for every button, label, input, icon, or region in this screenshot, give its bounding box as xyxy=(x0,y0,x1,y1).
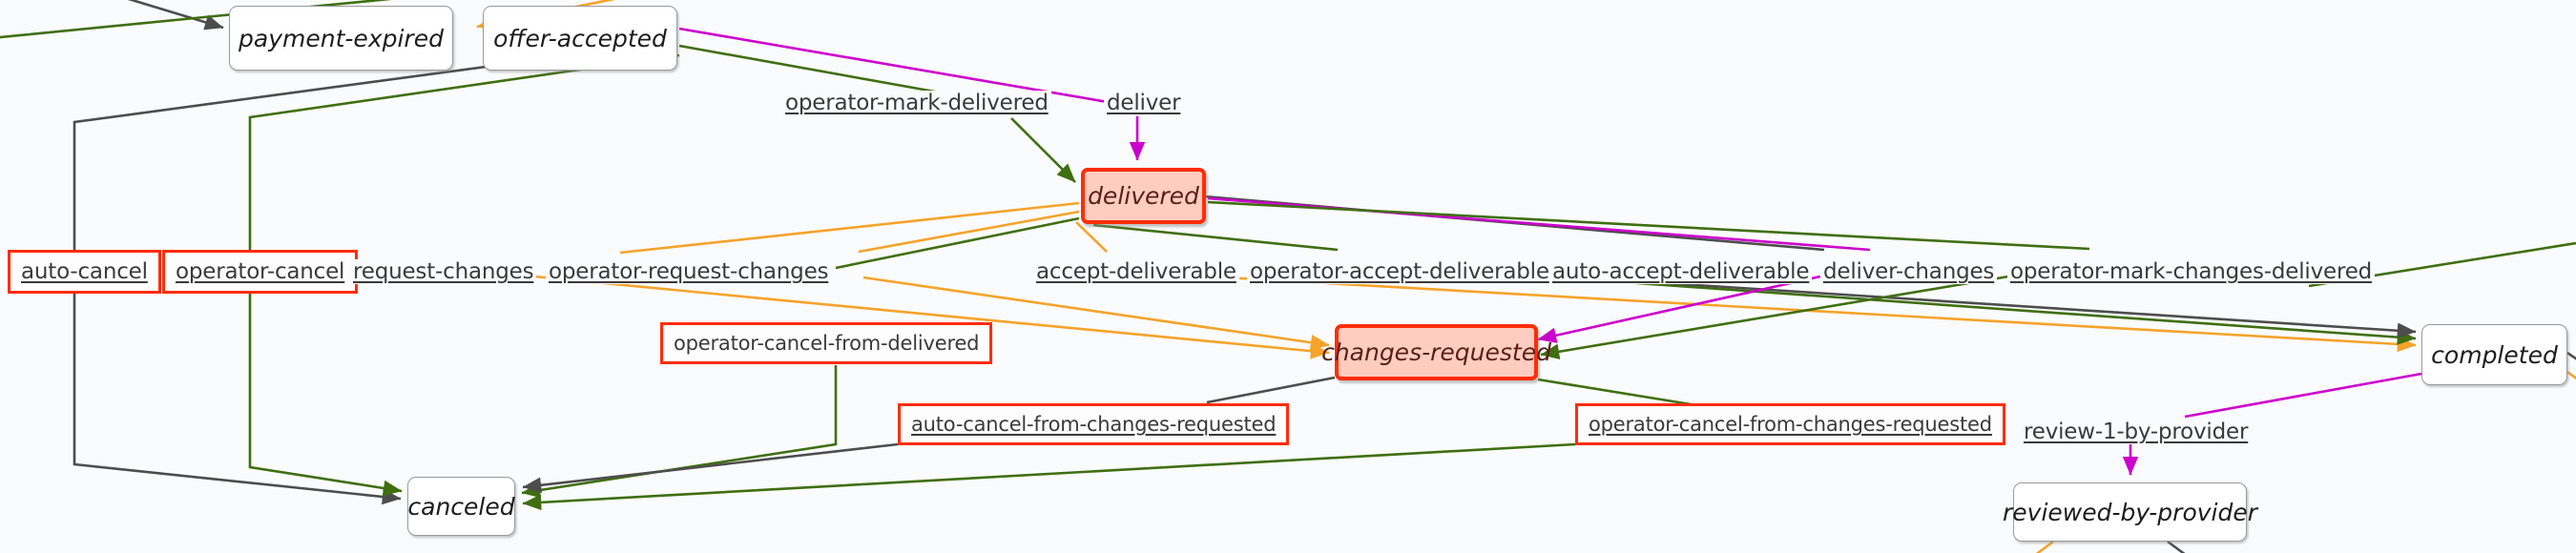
edge-operator-cancel-from-changes-requested-tail xyxy=(522,442,1576,511)
state-node-completed[interactable]: completed xyxy=(2421,324,2567,385)
edge-completed-out-gray xyxy=(2566,351,2576,360)
edge-label-operator-accept-deliverable[interactable]: operator-accept-deliverable xyxy=(1247,259,1552,284)
edge-deliver-changes-head xyxy=(1207,196,1871,252)
edge-external-to-payment-expired xyxy=(127,0,224,31)
edge-operator-accept-deliverable-head xyxy=(1092,223,1339,252)
edge-completed-to-reviewed-head xyxy=(2184,372,2422,419)
edge-label-operator-mark-delivered[interactable]: operator-mark-delivered xyxy=(782,91,1051,115)
state-node-label: offer-accepted xyxy=(493,24,667,52)
edge-label-operator-cancel[interactable]: operator-cancel xyxy=(162,250,359,294)
state-node-label: reviewed-by-provider xyxy=(2003,498,2258,526)
edge-label-auto-cancel[interactable]: auto-cancel xyxy=(8,250,161,294)
edge-operator-cancel-from-delivered-tail xyxy=(521,365,838,499)
edge-label-operator-cancel-from-changes-requested[interactable]: operator-cancel-from-changes-requested xyxy=(1575,403,2005,445)
edge-operator-mark-changes-delivered-head xyxy=(1207,200,2090,251)
edge-operator-accept-deliverable-tail xyxy=(1530,274,2417,345)
edge-accept-deliverable-head xyxy=(1075,221,1108,253)
edge-label-request-changes[interactable]: request-changes xyxy=(350,259,537,284)
state-node-label: completed xyxy=(2431,340,2558,369)
edge-deliver-changes-tail xyxy=(1537,275,1821,343)
edge-label-operator-cancel-from-delivered[interactable]: operator-cancel-from-delivered xyxy=(660,322,993,364)
edge-delivered-to-changes-requested-orange-b xyxy=(858,210,1080,254)
state-node-offer-accepted[interactable]: offer-accepted xyxy=(483,6,677,71)
edge-auto-cancel-from-changes-requested-head xyxy=(1206,376,1336,404)
edge-label-accept-deliverable[interactable]: accept-deliverable xyxy=(1033,259,1239,284)
edge-completed-out-orange xyxy=(2566,370,2576,380)
edge-auto-accept-deliverable-tail xyxy=(1548,274,2417,339)
edge-operator-cancel-from-delivered-head xyxy=(835,216,1080,270)
edge-reviewed-out-gray xyxy=(2167,540,2186,553)
edge-delivered-to-changes-requested-orange-a xyxy=(619,201,1080,255)
edge-operator-cancel-from-changes-requested-head xyxy=(1537,378,1692,406)
state-node-label: changes-requested xyxy=(1321,338,1551,366)
edge-reviewed-out-orange xyxy=(2035,540,2054,553)
state-node-changes-requested[interactable]: changes-requested xyxy=(1321,324,1551,380)
state-node-label: canceled xyxy=(407,492,515,521)
state-node-reviewed-by-provider[interactable]: reviewed-by-provider xyxy=(2003,482,2257,542)
edge-accept-deliverable-tail xyxy=(1207,275,2417,353)
state-node-payment-expired[interactable]: payment-expired xyxy=(229,6,453,71)
edge-label-deliver-changes[interactable]: deliver-changes xyxy=(1820,259,1998,284)
state-node-label: payment-expired xyxy=(239,24,444,52)
edge-label-deliver[interactable]: deliver xyxy=(1104,91,1184,115)
edge-request-changes-tail xyxy=(533,275,1330,359)
edge-operator-request-changes-tail xyxy=(862,276,1330,351)
edge-offer-accepted-to-delivered-green xyxy=(678,44,941,94)
edge-label-operator-mark-changes-delivered[interactable]: operator-mark-changes-delivered xyxy=(2007,259,2376,284)
edge-operator-mark-changes-delivered-tail xyxy=(1540,275,2009,360)
state-node-delivered[interactable]: delivered xyxy=(1081,168,1206,224)
edge-auto-cancel-from-changes-requested-tail xyxy=(522,442,899,494)
edge-label-auto-accept-deliverable[interactable]: auto-accept-deliverable xyxy=(1549,259,1813,284)
state-node-label: delivered xyxy=(1088,182,1199,210)
edge-operator-mark-delivered-tail xyxy=(1010,117,1076,183)
edge-label-operator-request-changes[interactable]: operator-request-changes xyxy=(546,259,832,284)
edge-label-auto-cancel-from-changes-requested[interactable]: auto-cancel-from-changes-requested xyxy=(898,403,1290,445)
state-node-canceled[interactable]: canceled xyxy=(407,477,515,536)
edge-label-review-1-by-provider[interactable]: review-1-by-provider xyxy=(2021,420,2252,444)
edge-offer-accepted-to-delivered-magenta xyxy=(678,27,1136,109)
